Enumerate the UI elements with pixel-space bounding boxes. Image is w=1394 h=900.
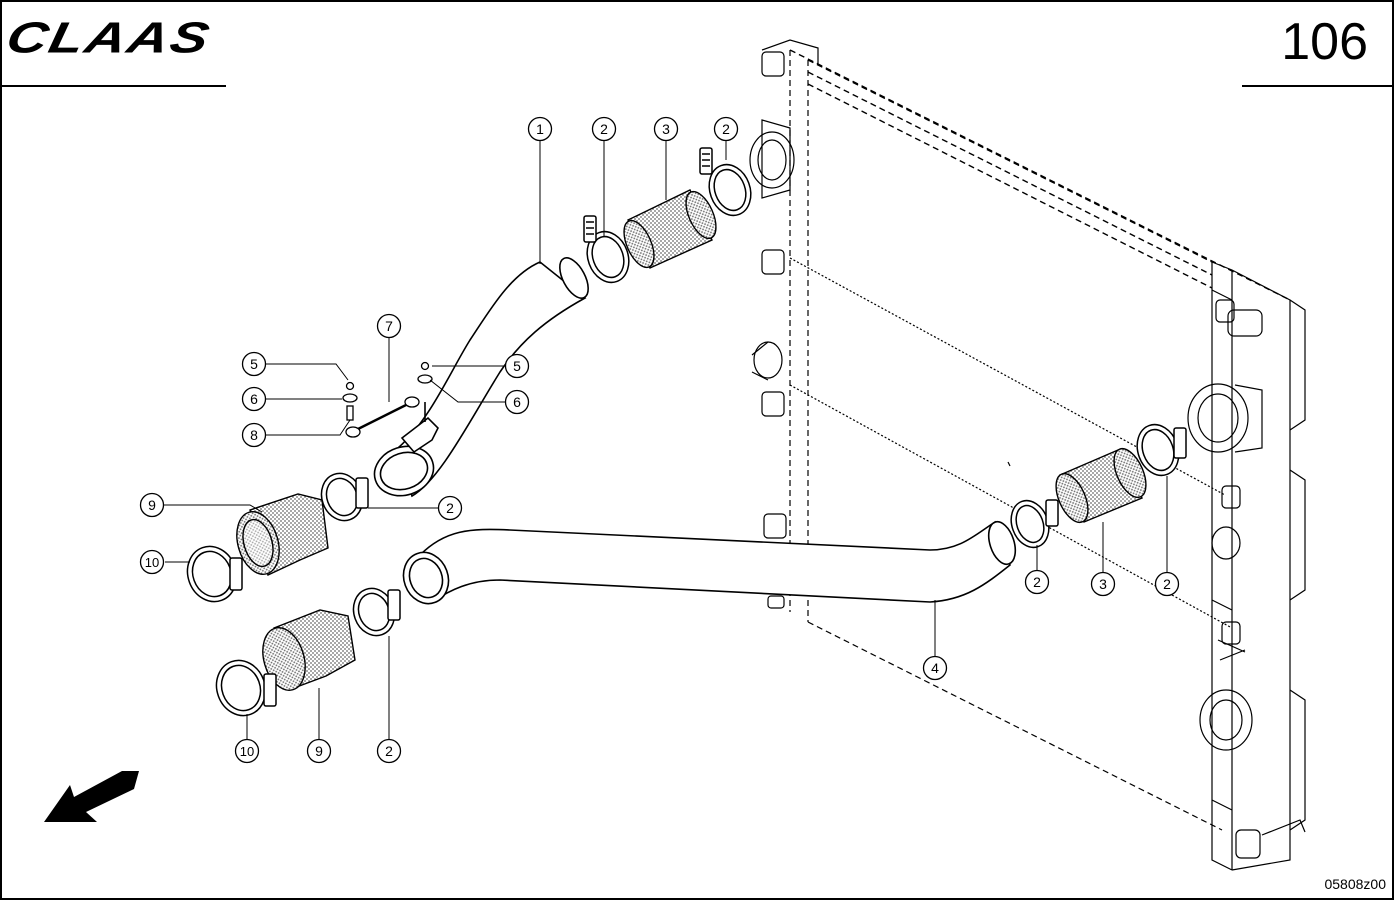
callout-label: 6 [250, 391, 258, 407]
callout-circle [306, 738, 332, 764]
callout-label: 2 [1163, 576, 1171, 592]
callout-circle [376, 738, 402, 764]
callout-label: 6 [513, 394, 521, 410]
callout-circle [504, 389, 530, 415]
callout-circle [713, 116, 739, 142]
callout-2: 2 [1154, 571, 1180, 597]
callout-label: 10 [145, 555, 159, 570]
callout-circle [1154, 571, 1180, 597]
callout-label: 9 [315, 743, 323, 759]
callout-circle [591, 116, 617, 142]
callout-label: 7 [385, 318, 393, 334]
leader-lines [164, 140, 1168, 739]
figure-reference: 05808z00 [1324, 876, 1386, 892]
callout-label: 2 [385, 743, 393, 759]
callout-label: 2 [600, 121, 608, 137]
brand-logo: CLAAS [2, 12, 216, 63]
callout-2: 2 [437, 495, 463, 521]
callout-circle [241, 351, 267, 377]
callout-1: 1 [527, 116, 553, 142]
callout-label: 2 [446, 500, 454, 516]
callout-6: 6 [241, 386, 267, 412]
callout-label: 10 [240, 744, 254, 759]
callout-10: 10 [234, 738, 260, 764]
callout-circle [653, 116, 679, 142]
callout-label: 3 [1099, 576, 1107, 592]
callout-3: 3 [1090, 571, 1116, 597]
radiator [749, 39, 1306, 871]
callout-9: 9 [139, 492, 165, 518]
callout-label: 4 [931, 660, 939, 676]
callout-label: 8 [250, 427, 258, 443]
hose-upper-3 [623, 189, 717, 269]
callout-4: 4 [922, 655, 948, 681]
callout-label: 5 [250, 356, 258, 372]
callout-circle [1090, 571, 1116, 597]
callout-circle [504, 353, 530, 379]
direction-arrow-icon [44, 771, 139, 822]
page-number: 106 [1281, 13, 1368, 71]
callout-9: 9 [306, 738, 332, 764]
callouts: 1 2 3 2 7 5 6 8 5 6 9 2 10 2 3 2 4 9 2 10 [139, 116, 1180, 764]
callout-circle [139, 492, 165, 518]
callout-8: 8 [241, 422, 267, 448]
callout-circle [234, 738, 260, 764]
charge-air-pipe-lower [402, 520, 1017, 605]
callout-2: 2 [713, 116, 739, 142]
charge-air-pipe-upper [373, 257, 589, 498]
callout-label: 2 [1033, 574, 1041, 590]
callout-2: 2 [1024, 569, 1050, 595]
callout-2: 2 [376, 738, 402, 764]
callout-label: 5 [513, 358, 521, 374]
callout-6: 6 [504, 389, 530, 415]
fasteners [342, 361, 433, 438]
callout-circle [1024, 569, 1050, 595]
callout-5: 5 [241, 351, 267, 377]
callout-2: 2 [591, 116, 617, 142]
callout-label: 3 [662, 121, 670, 137]
hose-9-upper [236, 493, 329, 576]
callout-7: 7 [376, 313, 402, 339]
hose-9-lower [262, 609, 356, 691]
callout-label: 2 [722, 121, 730, 137]
callout-5: 5 [504, 353, 530, 379]
callout-10: 10 [139, 549, 165, 575]
callout-circle [437, 495, 463, 521]
callout-circle [527, 116, 553, 142]
callout-circle [922, 655, 948, 681]
callout-label: 1 [536, 121, 544, 137]
callout-circle [139, 549, 165, 575]
callout-circle [376, 313, 402, 339]
callout-3: 3 [653, 116, 679, 142]
callout-label: 9 [148, 497, 156, 513]
hose-clamps [186, 147, 1187, 717]
hose-lower-3 [1055, 447, 1147, 524]
callout-circle [241, 386, 267, 412]
callout-circle [241, 422, 267, 448]
